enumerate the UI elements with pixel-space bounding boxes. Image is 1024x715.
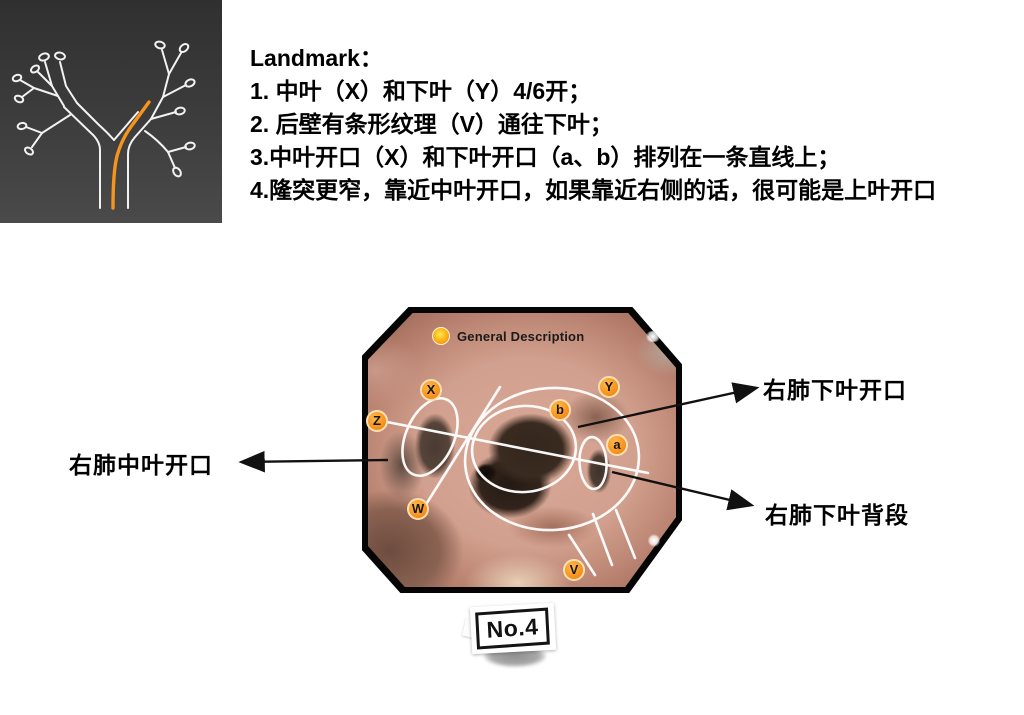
endo-marker-b: b	[549, 399, 571, 421]
endo-marker-Y: Y	[598, 376, 620, 398]
endo-marker-a: a	[606, 434, 628, 456]
endo-marker-W: W	[407, 498, 429, 520]
landmark-title: Landmark：	[250, 45, 383, 71]
label-right-middle-lobe-opening: 右肺中叶开口	[69, 452, 213, 478]
landmark-block: Landmark： 1. 中叶（X）和下叶（Y）4/6开； 2. 后壁有条形纹理…	[250, 42, 1010, 207]
endoscopy-overlay-lines	[385, 385, 650, 577]
slide-number-text: No.4	[485, 613, 540, 643]
bronchial-tree-icon	[11, 40, 196, 210]
label-right-lower-lobe-dorsal-segment: 右肺下叶背段	[765, 502, 909, 528]
light-reflection-glint	[648, 534, 660, 547]
badge-card: No.4	[469, 602, 557, 655]
light-reflection-glint	[645, 331, 661, 342]
landmark-item-1: 1. 中叶（X）和下叶（Y）4/6开；	[250, 78, 592, 104]
general-description-header: General Description	[432, 327, 584, 345]
highlighted-airway-path	[111, 100, 151, 210]
slide-number-badge: No.4	[460, 597, 570, 677]
bronchial-tree-panel	[0, 0, 222, 223]
endo-marker-Z: Z	[366, 410, 388, 432]
landmark-item-3: 3.中叶开口（X）和下叶开口（a、b）排列在一条直线上；	[250, 144, 841, 170]
badge-border: No.4	[475, 607, 550, 650]
landmark-item-2: 2. 后壁有条形纹理（V）通往下叶；	[250, 111, 613, 137]
endo-marker-V: V	[563, 559, 585, 581]
endo-marker-X: X	[420, 379, 442, 401]
general-description-dot-icon	[432, 327, 450, 345]
label-right-lower-lobe-opening: 右肺下叶开口	[763, 377, 907, 403]
general-description-label: General Description	[457, 328, 585, 344]
landmark-item-4: 4.隆突更窄，靠近中叶开口，如果靠近右侧的话，很可能是上叶开口	[250, 177, 937, 203]
